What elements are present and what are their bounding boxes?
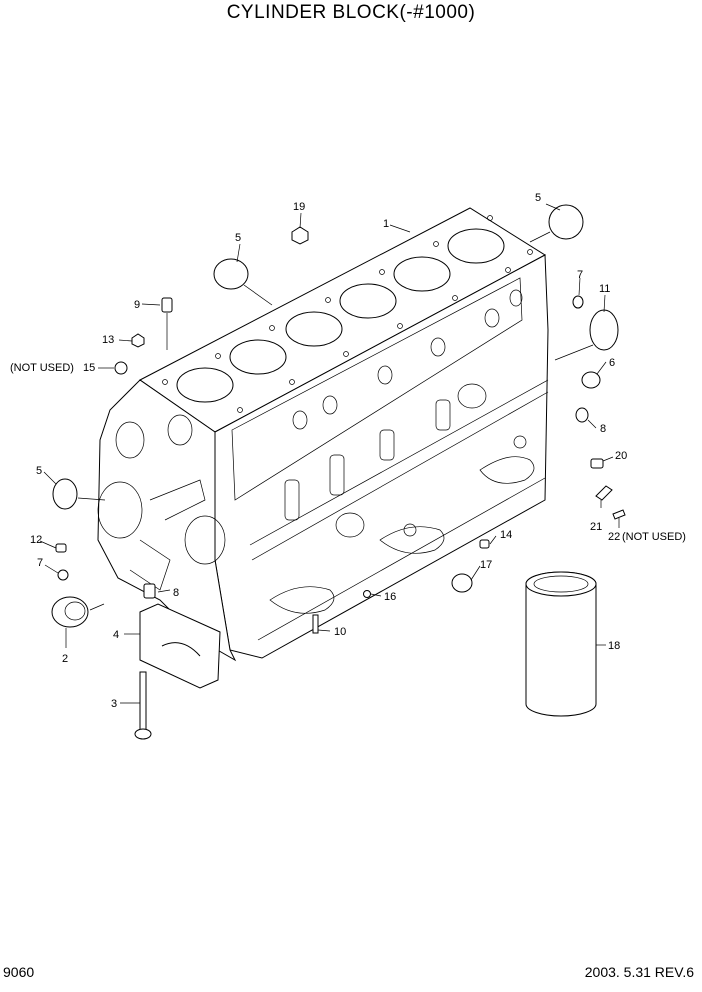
- bearing-cap-4: [139, 603, 221, 689]
- not-used-note-15: (NOT USED): [10, 362, 74, 374]
- sensor-21: [595, 485, 613, 501]
- callout-11: 11: [599, 283, 610, 295]
- plug-8-right: [575, 407, 589, 423]
- callout-6: 6: [609, 357, 615, 369]
- seal-ring-2: [51, 596, 89, 628]
- bolt-22: [612, 509, 626, 520]
- callout-5-top: 5: [235, 232, 241, 244]
- leader-lines: [39, 203, 620, 704]
- callout-22: 22: [608, 531, 620, 543]
- plug-12: [55, 543, 67, 553]
- plug-13: [131, 333, 145, 348]
- callout-8-right: 8: [600, 423, 606, 435]
- plug-7-right: [572, 295, 584, 309]
- bolt-3: [139, 671, 147, 733]
- callout-5-left: 5: [36, 465, 42, 477]
- callout-20: 20: [615, 450, 627, 462]
- dowel-8-left: [143, 583, 156, 599]
- plug-7-left: [57, 569, 69, 581]
- not-used-note-22: (NOT USED): [622, 531, 686, 543]
- callout-5-right: 5: [535, 192, 541, 204]
- plug-6: [581, 371, 601, 389]
- callout-12: 12: [30, 534, 42, 546]
- plug-20: [590, 458, 604, 469]
- cover-11: [589, 309, 619, 351]
- cylinder-liner-18: [525, 571, 597, 717]
- plug-5-top: [213, 258, 249, 290]
- plug-5-left: [52, 478, 78, 510]
- callout-8-left: 8: [173, 587, 179, 599]
- plug-19: [291, 226, 309, 245]
- cylinder-block: [97, 207, 549, 662]
- dowel-9: [161, 297, 173, 313]
- bolt-10: [312, 614, 319, 634]
- callout-10: 10: [334, 626, 346, 638]
- callout-1: 1: [383, 218, 389, 230]
- callout-7-right: 7: [577, 269, 583, 281]
- nut-14: [479, 539, 490, 549]
- plug-16: [363, 590, 371, 598]
- callout-14: 14: [500, 529, 512, 541]
- revision-date: 2003. 5.31 REV.6: [584, 964, 694, 980]
- callout-18: 18: [608, 640, 620, 652]
- page-number: 9060: [3, 964, 35, 980]
- callout-7-left: 7: [37, 557, 43, 569]
- plug-17: [451, 573, 473, 593]
- callout-13: 13: [102, 334, 114, 346]
- callout-21: 21: [590, 521, 602, 533]
- callout-19: 19: [293, 201, 305, 213]
- callout-4: 4: [113, 629, 119, 641]
- plug-15: [114, 361, 128, 375]
- callout-2: 2: [62, 653, 68, 665]
- callout-15: 15: [83, 362, 95, 374]
- callout-17: 17: [480, 559, 492, 571]
- diagram-title: CYLINDER BLOCK(-#1000): [226, 2, 476, 23]
- callout-3: 3: [111, 698, 117, 710]
- plug-5-right: [548, 204, 584, 240]
- callout-9: 9: [134, 299, 140, 311]
- callout-16: 16: [384, 591, 396, 603]
